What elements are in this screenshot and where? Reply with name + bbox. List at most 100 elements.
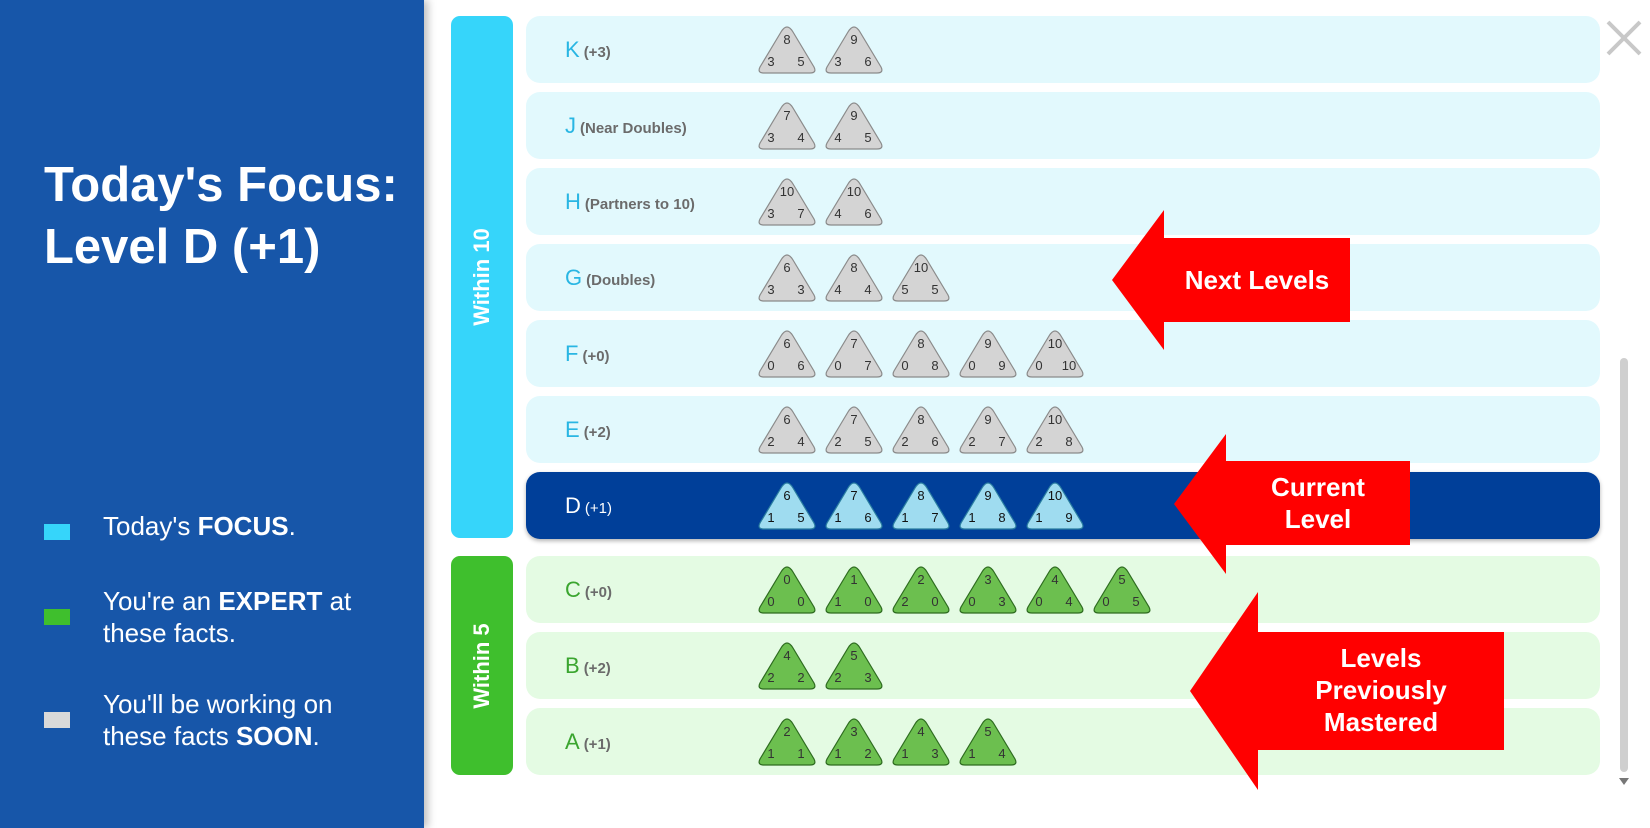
arrow-shape <box>1174 434 1410 574</box>
fact-number-br: 7 <box>797 206 805 221</box>
level-description: (+0) <box>582 348 610 365</box>
fact-number-top: 8 <box>917 336 925 351</box>
fact-number-top: 3 <box>850 724 858 739</box>
level-label: A(+1) <box>565 708 611 775</box>
fact-number-top: 6 <box>783 412 791 427</box>
fact-number-br: 6 <box>797 358 805 373</box>
fact-number-bl: 2 <box>968 434 976 449</box>
fact-number-bl: 5 <box>901 282 909 297</box>
level-description: (+0) <box>584 584 612 601</box>
level-letter: K <box>565 37 580 62</box>
fact-number-br: 8 <box>1065 434 1073 449</box>
fact-number-bl: 1 <box>834 594 842 609</box>
fact-number-bl: 3 <box>767 54 775 69</box>
triangle-card-icon <box>758 26 816 74</box>
fact-number-bl: 2 <box>767 670 775 685</box>
level-label: D(+1) <box>565 472 612 539</box>
fact-number-bl: 3 <box>767 130 775 145</box>
legend-soon-text: You'll be working on these facts SOON. <box>103 689 333 751</box>
triangle-card-icon <box>892 482 950 530</box>
fact-number-top: 4 <box>1051 572 1059 587</box>
fact-number-bl: 0 <box>1102 594 1110 609</box>
triangle-card-icon <box>825 642 883 690</box>
triangle-card-icon <box>825 482 883 530</box>
triangle-card-icon <box>825 718 883 766</box>
fact-number-bl: 0 <box>968 594 976 609</box>
triangle-card-icon <box>892 566 950 614</box>
level-label: C(+0) <box>565 556 612 623</box>
level-description: (+1) <box>583 736 611 753</box>
level-description: (+2) <box>583 424 611 441</box>
fact-number-top: 8 <box>783 32 791 47</box>
close-button[interactable] <box>1604 18 1644 58</box>
triangle-card-icon <box>825 26 883 74</box>
triangle-card-icon <box>892 718 950 766</box>
triangle-card-icon <box>1026 482 1084 530</box>
scrollbar-thumb[interactable] <box>1620 358 1628 772</box>
scroll-down-arrow[interactable] <box>1619 778 1629 785</box>
fact-number-top: 5 <box>850 648 858 663</box>
fact-number-bl: 1 <box>834 746 842 761</box>
fact-number-top: 10 <box>913 260 929 275</box>
level-description: (+2) <box>583 660 611 677</box>
band-within-5: Within 5 <box>451 556 513 775</box>
arrow-shape <box>1112 210 1350 350</box>
level-label: F(+0) <box>565 320 610 387</box>
fact-number-bl: 1 <box>968 746 976 761</box>
triangle-card-icon <box>758 330 816 378</box>
fact-number-top: 10 <box>1047 412 1063 427</box>
fact-number-br: 1 <box>797 746 805 761</box>
fact-number-bl: 0 <box>1035 594 1043 609</box>
fact-number-top: 10 <box>779 184 795 199</box>
fact-number-br: 10 <box>1061 358 1077 373</box>
mastered-label-line-3: Mastered <box>1323 707 1439 737</box>
triangle-card-icon <box>892 406 950 454</box>
band-within-10: Within 10 <box>451 16 513 538</box>
